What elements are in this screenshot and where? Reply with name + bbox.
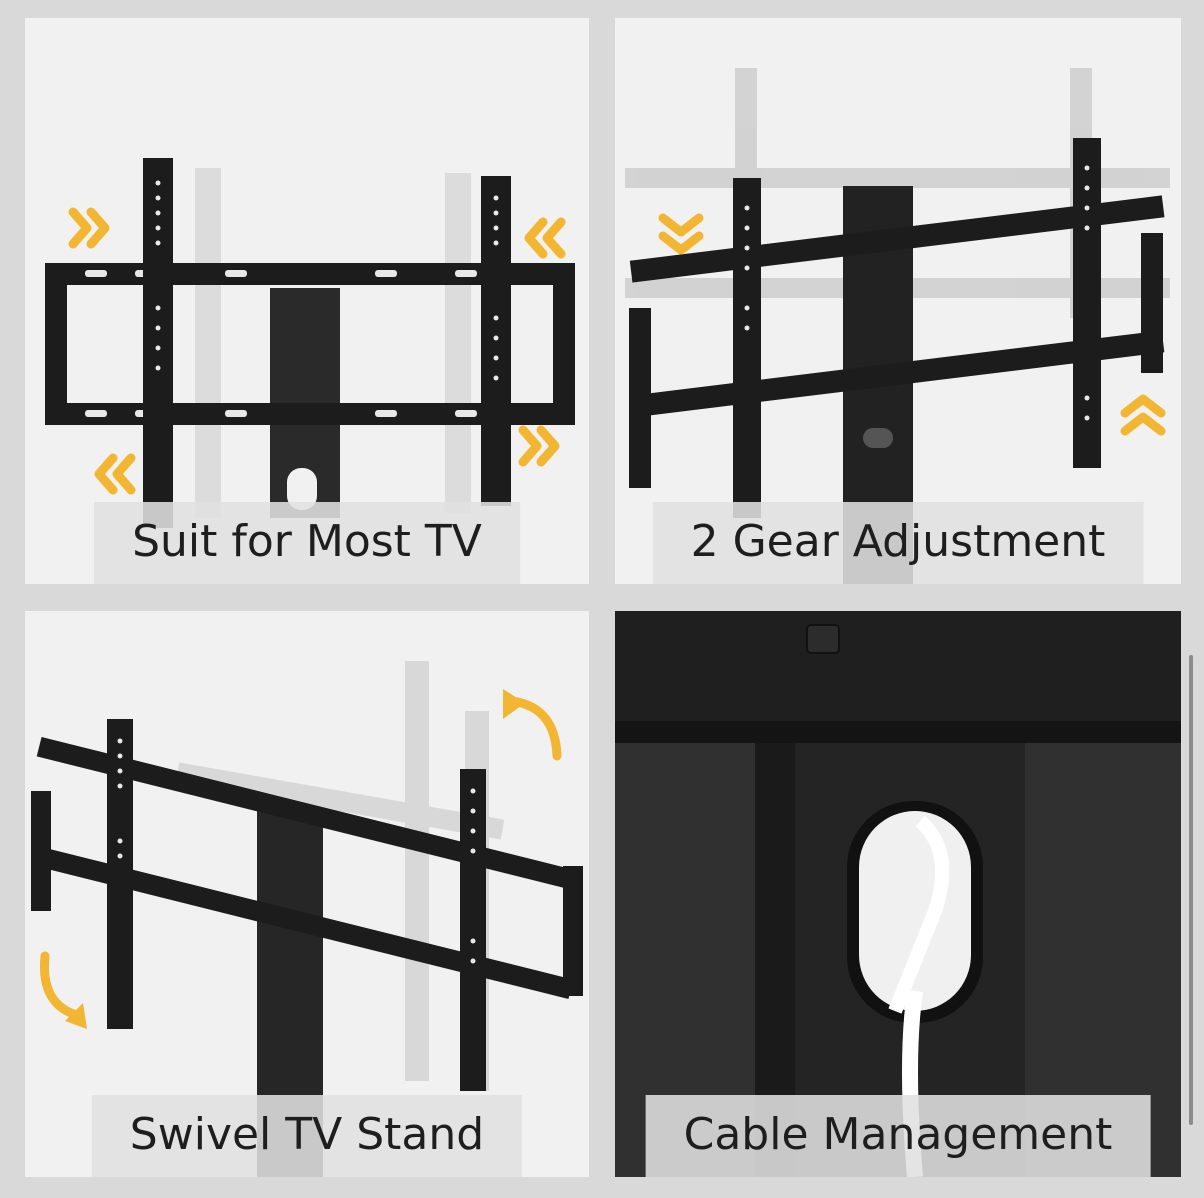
adjust-arrows — [68, 207, 566, 495]
scrollbar[interactable] — [1189, 655, 1193, 1125]
panel-cable-management: Cable Management — [615, 611, 1181, 1177]
panel-suit-for-most-tv: Suit for Most TV — [25, 18, 589, 584]
tv-mount-illustration — [45, 158, 575, 528]
tv-mount-illustration — [31, 661, 583, 1177]
cable-hole-illustration — [615, 611, 1181, 1177]
tv-mount-illustration — [625, 68, 1170, 584]
panel-2-gear-adjustment: 2 Gear Adjustment — [615, 18, 1181, 584]
caption-swivel-tv-stand: Swivel TV Stand — [91, 1095, 523, 1177]
up-down-arrows — [658, 213, 1166, 436]
caption-cable-management: Cable Management — [645, 1095, 1151, 1177]
panel-swivel-tv-stand: Swivel TV Stand — [25, 611, 589, 1177]
caption-suit-for-most-tv: Suit for Most TV — [94, 502, 520, 584]
caption-2-gear-adjustment: 2 Gear Adjustment — [652, 502, 1144, 584]
